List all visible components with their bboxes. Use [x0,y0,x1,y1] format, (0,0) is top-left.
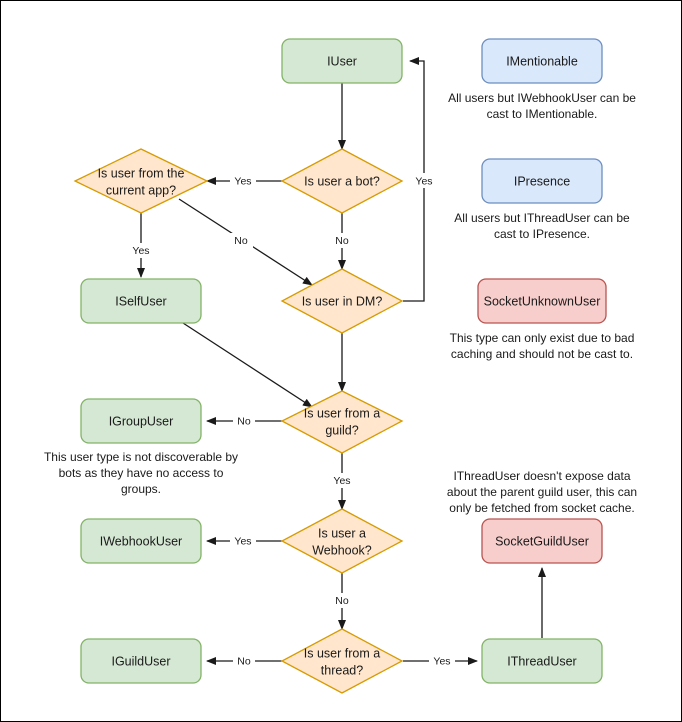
node-label-ipresence: IPresence [514,174,570,188]
node-imentionable[interactable]: IMentionable [481,38,603,84]
edge-is-dm-yes-to-iuser: Yes [403,57,437,302]
node-label-igroupuser: IGroupUser [109,414,174,428]
edge-is-guild-no-to-igroupuser: No [206,413,282,428]
edge-label-webhook-no: No [335,595,349,607]
edge-is-bot-no-to-is-dm: No [330,213,354,270]
node-label-is-current-app-line1: Is user from the [98,166,185,180]
note-ithreaduser: IThreadUser doesn't expose data about th… [447,469,637,515]
edge-is-current-app-yes-to-iselfuser: Yes [127,213,155,278]
edge-is-webhook-no-to-is-thread: No [330,573,354,630]
node-label-is-dm: Is user in DM? [302,294,383,308]
note-ithreaduser-line2: about the parent guild user, this can [447,485,637,499]
edge-label-dm-yes: Yes [415,175,432,187]
node-label-socketguilduser: SocketGuildUser [495,534,589,548]
edge-label-thread-yes: Yes [433,655,450,667]
note-imentionable: All users but IWebhookUser can be cast t… [448,91,636,121]
edge-label-bot-no: No [335,235,349,247]
node-ithreaduser[interactable]: IThreadUser [481,638,603,684]
node-is-guild[interactable]: Is user from a guild? [280,390,404,454]
note-imentionable-line1: All users but IWebhookUser can be [448,91,636,105]
node-label-is-guild-line2: guild? [325,423,358,437]
note-ipresence: All users but IThreadUser can be cast to… [454,211,630,241]
note-socketunknownuser-line2: caching and should not be cast to. [451,347,633,361]
node-label-iguilduser: IGuildUser [111,654,170,668]
note-igroupuser: This user type is not discoverable by bo… [44,450,238,496]
node-label-ithreaduser: IThreadUser [507,654,576,668]
note-igroupuser-line3: groups. [121,482,161,496]
node-iguilduser[interactable]: IGuildUser [80,638,202,684]
note-ithreaduser-line3: only be fetched from socket cache. [449,501,634,515]
node-socketunknownuser[interactable]: SocketUnknownUser [477,278,607,324]
node-label-iwebhookuser: IWebhookUser [100,534,182,548]
edge-is-webhook-yes-to-iwebhookuser: Yes [206,533,282,548]
node-iselfuser[interactable]: ISelfUser [80,278,202,324]
node-label-is-guild-line1: Is user from a [304,406,380,420]
edge-is-bot-yes-to-is-current-app: Yes [206,173,282,188]
node-label-iselfuser: ISelfUser [115,294,166,308]
edge-is-guild-yes-to-is-webhook: Yes [328,453,356,510]
node-is-webhook[interactable]: Is user a Webhook? [280,508,404,574]
edge-label-bot-yes: Yes [234,175,251,187]
node-is-dm[interactable]: Is user in DM? [280,268,404,334]
edge-is-thread-yes-to-ithreaduser: Yes [403,653,478,668]
note-socketunknownuser-line1: This type can only exist due to bad [450,331,635,345]
edge-label-guild-no: No [237,415,251,427]
node-label-is-bot: Is user a bot? [304,174,380,188]
node-label-is-current-app-line2: current app? [106,183,176,197]
edge-is-current-app-no-to-is-dm: No [178,198,313,286]
note-socketunknownuser: This type can only exist due to bad cach… [450,331,635,361]
node-label-imentionable: IMentionable [506,54,578,68]
edge-label-thread-no: No [237,655,251,667]
node-label-is-webhook-line1: Is user a [318,526,366,540]
node-label-is-thread-line2: thread? [321,663,363,677]
node-is-current-app[interactable]: Is user from the current app? [73,148,209,214]
node-label-iuser: IUser [327,54,357,68]
edge-label-guild-yes: Yes [333,475,350,487]
node-iwebhookuser[interactable]: IWebhookUser [80,518,202,564]
node-label-is-thread-line1: Is user from a [304,646,380,660]
node-label-socketunknownuser: SocketUnknownUser [484,294,601,308]
edge-iselfuser-to-is-guild [182,322,313,408]
note-igroupuser-line1: This user type is not discoverable by [44,450,238,464]
node-ipresence[interactable]: IPresence [481,158,603,204]
note-imentionable-line2: cast to IMentionable. [487,107,598,121]
node-is-bot[interactable]: Is user a bot? [280,148,404,214]
node-igroupuser[interactable]: IGroupUser [80,398,202,444]
node-label-is-webhook-line2: Webhook? [312,543,372,557]
node-socketguilduser[interactable]: SocketGuildUser [481,518,603,564]
note-igroupuser-line2: bots as they have no access to [59,466,224,480]
edge-label-app-no: No [234,235,248,247]
node-is-thread[interactable]: Is user from a thread? [280,628,404,694]
edge-label-webhook-yes: Yes [234,535,251,547]
node-iuser[interactable]: IUser [281,38,403,84]
note-ipresence-line1: All users but IThreadUser can be [454,211,630,225]
note-ipresence-line2: cast to IPresence. [494,227,590,241]
edge-label-app-yes: Yes [132,245,149,257]
note-ithreaduser-line1: IThreadUser doesn't expose data [453,469,630,483]
edge-is-thread-no-to-iguilduser: No [206,653,282,668]
